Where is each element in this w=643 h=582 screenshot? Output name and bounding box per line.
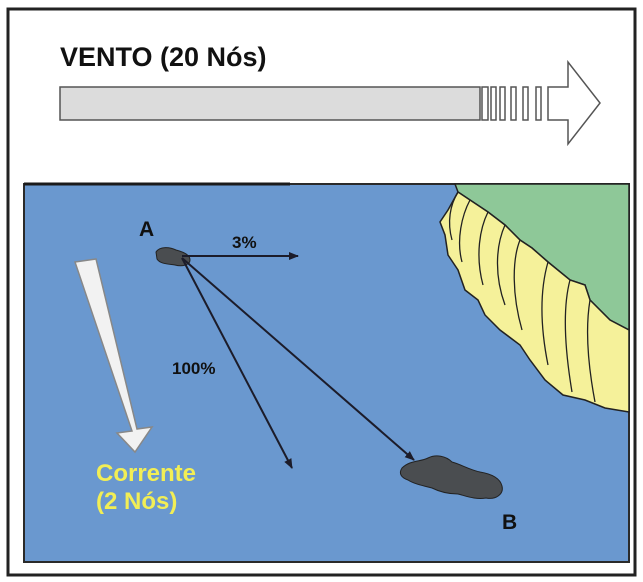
resultant-drift-vector (181, 257, 415, 461)
cliff-area (439, 190, 630, 413)
wind-percentage-label: 3% (232, 233, 257, 252)
wind-title: VENTO (20 Nós) (60, 42, 267, 72)
current-label-line2: (2 Nós) (96, 487, 178, 515)
wind-arrow (59, 59, 601, 147)
wind-arrow-head (547, 59, 601, 147)
oil-slick-b (399, 455, 503, 499)
current-arrow (74, 258, 154, 454)
wind-arrow-segment (499, 86, 506, 121)
current-percentage-label: 100% (172, 359, 216, 378)
wind-arrow-segment (522, 86, 529, 121)
wind-arrow-segment (490, 86, 497, 121)
point-b-label: B (502, 511, 518, 534)
wind-arrow-segment (535, 86, 542, 121)
current-drift-vector (181, 257, 293, 469)
current-label-line1: Corrente (96, 460, 197, 487)
wind-arrow-segment (481, 86, 489, 121)
wind-arrow-shaft (59, 86, 481, 121)
wind-arrow-segment (510, 86, 517, 121)
oil-slick-a (155, 247, 191, 267)
cliff-folds (448, 191, 596, 403)
point-a-label: A (139, 218, 155, 241)
current-label: Corrente (2 Nós) (96, 460, 196, 515)
